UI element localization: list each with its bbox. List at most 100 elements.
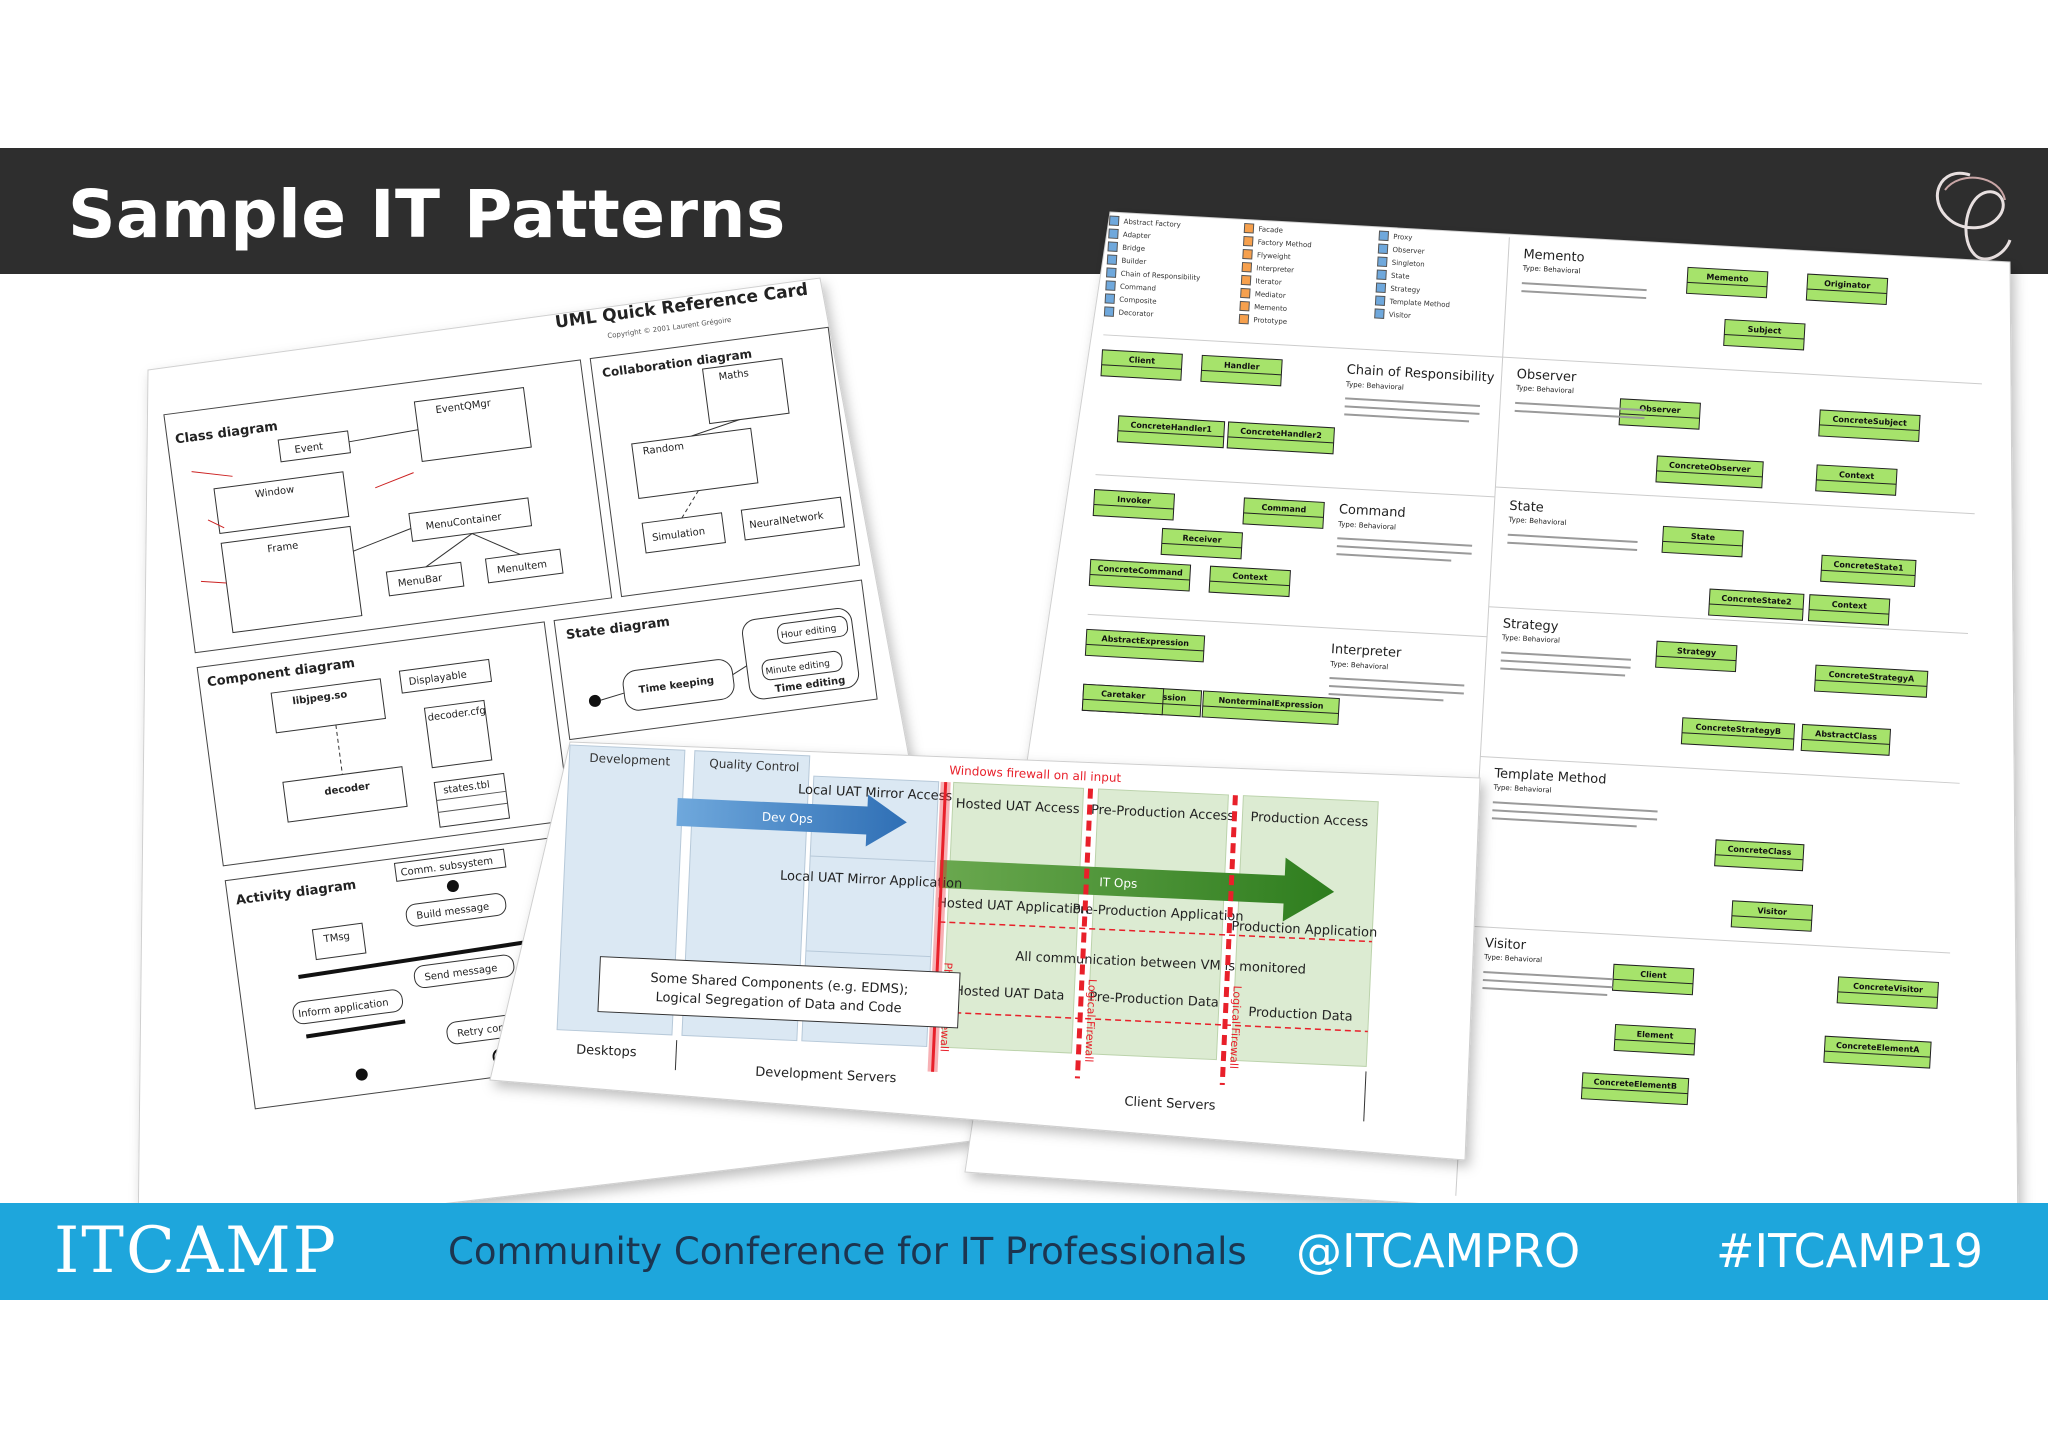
pattern-class-name: Element [1636, 1030, 1674, 1041]
pattern-class-box [1226, 421, 1335, 455]
pattern-title: Interpreter [1331, 642, 1403, 661]
pattern-type: Type: Behavioral [1492, 783, 1551, 794]
legend-swatch [1238, 313, 1250, 325]
legend-item: Interpreter [1256, 264, 1294, 274]
pattern-class-name: Handler [1224, 361, 1260, 372]
legend-item: Observer [1392, 246, 1425, 256]
pattern-class-box [1655, 455, 1764, 489]
pattern-type: Type: Behavioral [1507, 516, 1566, 527]
pattern-class-box [1208, 565, 1291, 598]
pattern-class-box [1618, 398, 1701, 430]
footer-handle: @ITCAMPRO [1296, 1224, 1581, 1278]
pattern-class-box [1815, 464, 1898, 496]
legend-item: Memento [1254, 303, 1287, 313]
signature-logo-icon [1935, 171, 2012, 261]
class-node: Frame [267, 540, 299, 555]
pattern-class-divider [1243, 512, 1324, 518]
pattern-class-name: Originator [1824, 279, 1871, 291]
legend-item: Decorator [1118, 309, 1153, 319]
pattern-class-box [1680, 717, 1796, 751]
pattern-class-box [1730, 900, 1814, 932]
component-diagram: libjpeg.so Displayable decoder.cfg decod… [270, 658, 511, 828]
environment-network-diagram: Development Quality Control Windows fire… [489, 741, 1481, 1161]
pattern-class-divider [1089, 573, 1190, 581]
pattern-type: Type: Behavioral [1329, 660, 1388, 671]
pattern-class-box [1160, 527, 1243, 560]
pattern-class-box [1820, 554, 1917, 588]
pattern-class-box [1714, 839, 1805, 872]
state-diagram: Time keeping Hour editing Minute editing… [588, 608, 860, 711]
development-servers-label: Development Servers [755, 1065, 897, 1086]
legend-swatch [1240, 274, 1252, 286]
cell-preprod-access: Pre-Production Access [1091, 803, 1235, 824]
pattern-class-box [1201, 690, 1340, 726]
pattern-class-divider [1821, 569, 1916, 577]
pattern-class-divider [1656, 470, 1763, 478]
pattern-class-box [1813, 664, 1929, 698]
class-diagram: Event EventQMgr Window Frame MenuContain… [191, 387, 564, 634]
legend-item: Strategy [1390, 285, 1420, 295]
pattern-class-box [1100, 349, 1183, 381]
pattern-class-box [1805, 273, 1889, 305]
shared-components-box [597, 956, 961, 1029]
pattern-class-box [1611, 963, 1695, 996]
pattern-type: Type: Behavioral [1515, 384, 1574, 395]
legend-swatch [1377, 243, 1389, 255]
pattern-class-divider [1801, 738, 1890, 745]
pattern-title: Visitor [1484, 936, 1526, 953]
pattern-title: Memento [1523, 247, 1585, 265]
legend-item: Composite [1119, 296, 1157, 306]
logical-firewall-label: Logical Firewall [1082, 979, 1099, 1063]
pattern-title: Command [1338, 502, 1406, 521]
pattern-class-box [1200, 354, 1283, 387]
legend-item: Template Method [1388, 298, 1450, 309]
footer-brand: ITCAMP [54, 1214, 338, 1288]
pattern-class-divider [1681, 732, 1794, 740]
it-ops-label: IT Ops [1099, 875, 1138, 891]
pattern-class-box [1836, 976, 1939, 1009]
pattern-class-divider [1819, 424, 1920, 432]
pattern-class-divider [1662, 540, 1743, 547]
legend-swatch [1106, 254, 1118, 265]
pattern-class-name: Command [1261, 503, 1307, 515]
pattern-class-name: AbstractClass [1815, 729, 1878, 741]
legend-item: Builder [1121, 257, 1146, 266]
class-node: Event [294, 441, 324, 456]
legend-item: Abstract Factory [1123, 218, 1181, 229]
pattern-class-name: Invoker [1117, 495, 1151, 506]
cell-local-uat-mirror-access: Local UAT Mirror Access [798, 782, 953, 804]
legend-swatch [1376, 269, 1387, 281]
pattern-class-box [1092, 489, 1176, 521]
legend-swatch [1243, 223, 1255, 234]
pattern-class-divider [1824, 1050, 1931, 1058]
legend-item: Visitor [1389, 311, 1412, 320]
pattern-class-divider [1724, 333, 1805, 340]
legend-swatch [1103, 306, 1115, 317]
legend-swatch [1105, 280, 1116, 291]
pattern-class-name: Client [1640, 970, 1667, 980]
legend-item: Factory Method [1257, 238, 1311, 249]
collab-node: Random [642, 441, 684, 457]
legend-item: Prototype [1253, 316, 1287, 326]
legend-item: Facade [1258, 225, 1283, 234]
legend-item: State [1391, 272, 1410, 281]
legend-swatch [1108, 215, 1120, 227]
pattern-class-name: State [1691, 532, 1716, 542]
legend-item: Flyweight [1257, 251, 1291, 261]
cell-prod-access: Production Access [1250, 810, 1369, 830]
pattern-class-divider [1837, 991, 1938, 998]
pattern-class-divider [1117, 430, 1224, 438]
client-servers-label: Client Servers [1124, 1095, 1216, 1114]
dev-ops-arrow [676, 794, 907, 847]
cell-prod-data: Production Data [1248, 1005, 1353, 1025]
pattern-class-box [1661, 525, 1744, 558]
pattern-type: Type: Behavioral [1345, 380, 1404, 391]
pattern-class-box [1655, 640, 1738, 673]
pattern-class-divider [1806, 288, 1887, 294]
pattern-class-name: ConcreteClass [1727, 844, 1792, 857]
pattern-legend: Abstract FactoryAdapterBridgeBuilderChai… [1103, 215, 1450, 326]
legend-swatch [1377, 256, 1388, 268]
pattern-class-box [1242, 497, 1325, 529]
pattern-type: Type: Behavioral [1337, 520, 1396, 531]
footer-hashtag: #ITCAMP19 [1716, 1224, 1984, 1278]
